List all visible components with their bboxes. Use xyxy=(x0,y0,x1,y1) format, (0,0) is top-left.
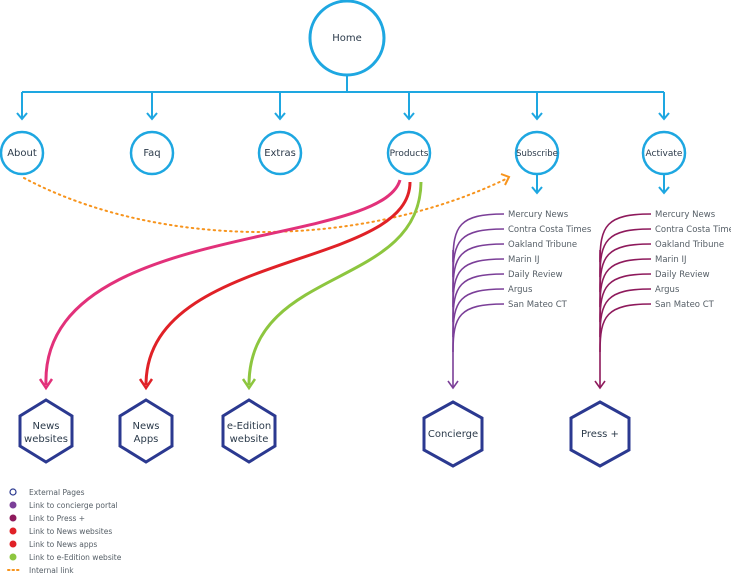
activate-list-item[interactable]: Daily Review xyxy=(655,270,710,280)
subscribe-list-item[interactable]: Contra Costa Times xyxy=(508,225,592,235)
activate-fan xyxy=(594,213,652,390)
legend-label: Link to News websites xyxy=(29,527,112,536)
nav-node-about[interactable]: About xyxy=(0,130,45,176)
activate-list: Mercury News Contra Costa Times Oakland … xyxy=(655,210,731,310)
nav-node-extras[interactable]: Extras xyxy=(257,130,303,176)
legend-item-concierge: Link to concierge portal xyxy=(9,501,118,510)
external-concierge[interactable]: Concierge xyxy=(422,400,484,468)
activate-list-item[interactable]: Mercury News xyxy=(655,210,716,220)
red-dot-icon xyxy=(9,540,17,548)
legend-item-external-pages: External Pages xyxy=(9,488,85,497)
activate-list-item[interactable]: Marin IJ xyxy=(655,255,687,265)
external-label-line: News xyxy=(132,421,159,432)
subscribe-list-item[interactable]: Daily Review xyxy=(508,270,563,280)
subscribe-list-item[interactable]: San Mateo CT xyxy=(508,300,568,310)
red-dot-icon xyxy=(9,527,17,535)
legend: External Pages Link to concierge portal … xyxy=(7,488,122,575)
fan-connector xyxy=(452,303,505,353)
nav-label-activate: Activate xyxy=(646,149,683,159)
activate-list-item[interactable]: Oakland Tribune xyxy=(655,240,724,250)
nav-label-extras: Extras xyxy=(264,148,296,159)
legend-label: External Pages xyxy=(29,488,85,497)
external-label-line: Press + xyxy=(581,429,619,440)
subscribe-list-item[interactable]: Argus xyxy=(508,285,533,295)
subscribe-list-item[interactable]: Mercury News xyxy=(508,210,569,220)
nav-node-products[interactable]: Products xyxy=(386,130,432,176)
external-news-websites[interactable]: News websites xyxy=(18,398,74,464)
legend-item-news-websites: Link to News websites xyxy=(9,527,112,536)
fan-arrowhead xyxy=(594,380,606,390)
external-label-line: Concierge xyxy=(428,429,478,440)
legend-item-press-plus: Link to Press + xyxy=(9,514,85,523)
activate-list-item[interactable]: Argus xyxy=(655,285,680,295)
home-node[interactable]: Home xyxy=(308,0,386,77)
subscribe-fan xyxy=(447,213,505,390)
legend-item-e-edition: Link to e-Edition website xyxy=(9,553,122,562)
subscribe-list-item[interactable]: Oakland Tribune xyxy=(508,240,577,250)
home-label: Home xyxy=(332,33,362,44)
subscribe-list-item[interactable]: Marin IJ xyxy=(508,255,540,265)
hexagon-outline-icon xyxy=(9,488,17,496)
legend-item-news-apps: Link to News apps xyxy=(9,540,97,549)
nav-node-activate[interactable]: Activate xyxy=(641,130,687,176)
activate-list-item[interactable]: Contra Costa Times xyxy=(655,225,731,235)
nav-node-subscribe[interactable]: Subscribe xyxy=(514,130,560,176)
external-label-line: Apps xyxy=(134,434,159,445)
link-e-edition xyxy=(241,181,423,391)
external-label-line: News xyxy=(32,421,59,432)
tree-connectors xyxy=(16,76,670,195)
external-label-line: websites xyxy=(24,434,68,445)
link-news-apps xyxy=(138,181,412,391)
green-dot-icon xyxy=(9,553,17,561)
fan-arrowhead xyxy=(447,380,459,390)
nav-label-faq: Faq xyxy=(143,148,160,159)
legend-item-internal-link: Internal link xyxy=(7,566,74,575)
legend-label: Link to Press + xyxy=(29,514,85,523)
external-e-edition-website[interactable]: e-Edition website xyxy=(221,398,277,464)
legend-label: Internal link xyxy=(29,566,74,575)
external-label-line: website xyxy=(230,434,269,445)
external-press-plus[interactable]: Press + xyxy=(569,400,631,468)
external-news-apps[interactable]: News Apps xyxy=(118,398,174,464)
fan-connector xyxy=(599,303,652,353)
internal-link-about-subscribe xyxy=(23,173,511,233)
subscribe-list: Mercury News Contra Costa Times Oakland … xyxy=(508,210,592,310)
fan-connector xyxy=(452,288,505,338)
legend-label: Link to e-Edition website xyxy=(29,553,122,562)
legend-label: Link to concierge portal xyxy=(29,501,118,510)
fan-connector xyxy=(599,288,652,338)
legend-label: Link to News apps xyxy=(29,540,97,549)
nav-label-products: Products xyxy=(390,149,429,159)
nav-node-faq[interactable]: Faq xyxy=(129,130,175,176)
link-news-websites xyxy=(38,179,402,391)
nav-label-subscribe: Subscribe xyxy=(516,149,558,159)
purple-dot-icon xyxy=(9,501,17,509)
nav-label-about: About xyxy=(7,148,37,159)
plum-dot-icon xyxy=(9,514,17,522)
external-label-line: e-Edition xyxy=(227,421,271,432)
activate-list-item[interactable]: San Mateo CT xyxy=(655,300,715,310)
